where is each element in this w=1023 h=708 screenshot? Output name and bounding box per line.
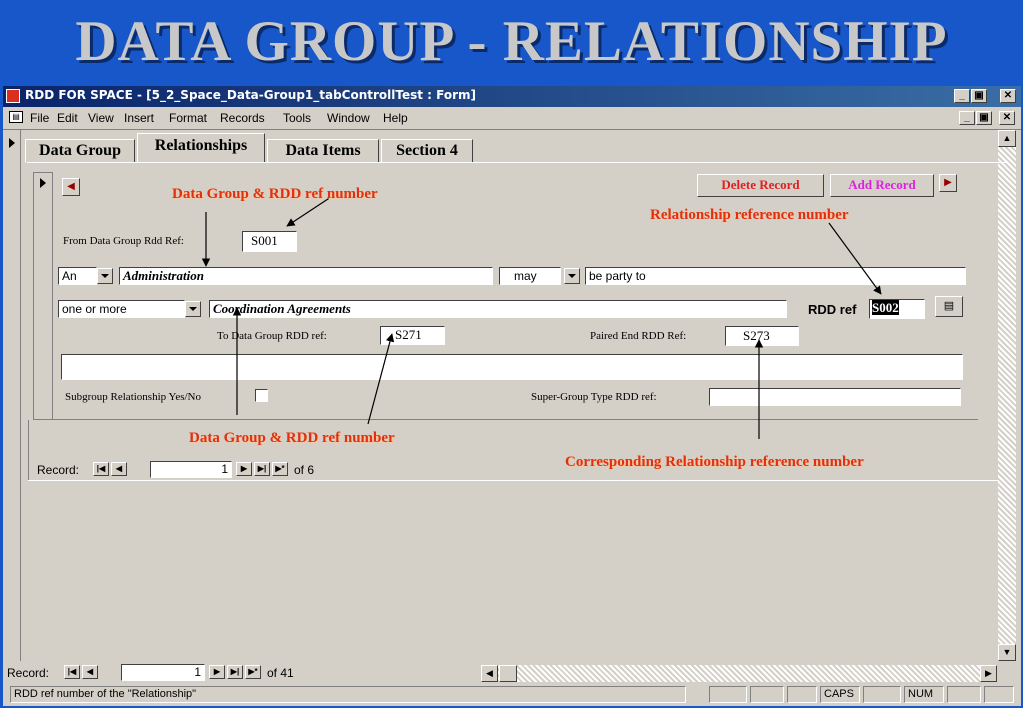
rdd-ref-label: RDD ref: [808, 302, 857, 317]
status-panel-2: [750, 686, 784, 703]
status-bar: RDD ref number of the "Relationship" CAP…: [6, 686, 1018, 704]
add-record-button[interactable]: Add Record: [830, 174, 934, 197]
article-select[interactable]: An: [58, 267, 97, 285]
main-record-count: of 41: [267, 666, 294, 680]
scroll-right-button[interactable]: ▶: [980, 665, 997, 682]
form-icon[interactable]: ▤: [9, 111, 23, 123]
subform-last-record-button[interactable]: ▶|: [254, 462, 270, 476]
form-view-icon[interactable]: ▤: [935, 296, 963, 317]
status-panel-5: [863, 686, 901, 703]
window-title: RDD FOR SPACE - [5_2_Space_Data-Group1_t…: [25, 88, 477, 102]
slide-title: DATA GROUP - RELATIONSHIP: [75, 10, 948, 73]
annotation-relationship-ref: Relationship reference number: [650, 207, 849, 223]
cardinality-dropdown-button[interactable]: [185, 301, 201, 317]
subgroup-label: Subgroup Relationship Yes/No: [65, 391, 201, 403]
scroll-left-button[interactable]: ◀: [481, 665, 498, 682]
rdd-ref-field[interactable]: S002: [869, 299, 925, 319]
subform-record-number[interactable]: 1: [150, 461, 232, 478]
caps-indicator: CAPS: [820, 686, 860, 703]
close-button[interactable]: ✕: [1000, 89, 1016, 103]
restore-button[interactable]: ▣: [971, 89, 987, 103]
to-data-group-label: To Data Group RDD ref:: [217, 330, 327, 342]
paired-end-field[interactable]: S273: [725, 326, 799, 346]
description-field[interactable]: [61, 354, 963, 380]
from-data-group-field[interactable]: S001: [242, 231, 297, 252]
menu-window[interactable]: Window: [327, 111, 370, 125]
menu-view[interactable]: View: [88, 111, 114, 125]
status-text: RDD ref number of the "Relationship": [10, 686, 686, 703]
annotation-data-group-ref-bottom: Data Group & RDD ref number: [189, 430, 395, 446]
scroll-thumb[interactable]: [499, 665, 517, 682]
menu-help[interactable]: Help: [383, 111, 408, 125]
scroll-down-button[interactable]: ▼: [998, 644, 1016, 661]
annotation-data-group-ref-top: Data Group & RDD ref number: [172, 186, 378, 202]
subgroup-checkbox[interactable]: [255, 389, 268, 402]
doc-minimize-button[interactable]: _: [959, 111, 975, 125]
article-dropdown-button[interactable]: [97, 268, 113, 284]
main-next-record-button[interactable]: ▶: [209, 665, 225, 679]
record-selector[interactable]: [5, 130, 21, 661]
status-panel-7: [947, 686, 981, 703]
tab-data-group[interactable]: Data Group: [25, 139, 135, 163]
subform-new-record-button[interactable]: ▶*: [272, 462, 288, 476]
rdd-ref-value: S002: [872, 300, 899, 315]
tab-page-relationships: [27, 162, 1007, 482]
verb-field[interactable]: be party to: [585, 267, 966, 285]
modal-dropdown-button[interactable]: [564, 268, 580, 284]
subform-record-selector[interactable]: [33, 172, 53, 420]
main-new-record-button[interactable]: ▶*: [245, 665, 261, 679]
menu-bar: ▤ File Edit View Insert Format Records T…: [3, 107, 1021, 130]
subform-record-label: Record:: [37, 463, 80, 477]
window-title-bar[interactable]: RDD FOR SPACE - [5_2_Space_Data-Group1_t…: [3, 86, 1021, 107]
modal-select[interactable]: may: [499, 267, 561, 285]
main-prev-record-button[interactable]: ◀: [82, 665, 98, 679]
tab-page-bottom-edge: [28, 480, 998, 481]
subform-left-border: [28, 420, 29, 481]
menu-tools[interactable]: Tools: [283, 111, 312, 125]
delete-record-button[interactable]: Delete Record: [697, 174, 824, 197]
status-panel-1: [709, 686, 747, 703]
object-field[interactable]: Coordination Agreements: [209, 300, 787, 318]
supergroup-label: Super-Group Type RDD ref:: [531, 391, 657, 403]
vertical-scrollbar[interactable]: ▲ ▼: [998, 130, 1016, 661]
main-first-record-button[interactable]: |◀: [64, 665, 80, 679]
main-record-number[interactable]: 1: [121, 664, 205, 681]
supergroup-field[interactable]: [709, 388, 961, 406]
menu-format[interactable]: Format: [169, 111, 208, 125]
horizontal-scrollbar[interactable]: ◀ ▶: [481, 665, 997, 682]
main-record-label: Record:: [7, 666, 50, 680]
menu-insert[interactable]: Insert: [124, 111, 155, 125]
menu-file[interactable]: File: [30, 111, 50, 125]
annotation-corresponding-ref: Corresponding Relationship reference num…: [565, 454, 864, 470]
menu-records[interactable]: Records: [220, 111, 265, 125]
cardinality-select[interactable]: one or more: [58, 300, 185, 318]
access-app-icon[interactable]: [6, 89, 20, 103]
subform-first-record-button[interactable]: |◀: [93, 462, 109, 476]
menu-edit[interactable]: Edit: [57, 111, 78, 125]
tab-data-items[interactable]: Data Items: [267, 139, 379, 163]
doc-restore-button[interactable]: ▣: [976, 111, 992, 125]
record-pointer-icon: [9, 138, 15, 148]
prev-record-button[interactable]: ◀: [62, 178, 80, 196]
subform-prev-record-button[interactable]: ◀: [111, 462, 127, 476]
status-panel-3: [787, 686, 817, 703]
doc-close-button[interactable]: ✕: [999, 111, 1015, 125]
access-window: RDD FOR SPACE - [5_2_Space_Data-Group1_t…: [3, 86, 1021, 706]
from-data-group-label: From Data Group Rdd Ref:: [63, 235, 184, 247]
next-record-button[interactable]: ▶: [939, 174, 957, 192]
tab-relationships[interactable]: Relationships: [137, 133, 265, 163]
num-indicator: NUM: [904, 686, 944, 703]
subform-pointer-icon: [40, 178, 46, 188]
minimize-button[interactable]: _: [954, 89, 970, 103]
subform-record-count: of 6: [294, 463, 315, 477]
to-data-group-field[interactable]: S271: [380, 326, 445, 345]
scroll-up-button[interactable]: ▲: [998, 130, 1016, 147]
subject-field[interactable]: Administration: [119, 267, 493, 285]
paired-end-label: Paired End RDD Ref:: [590, 330, 687, 342]
subform-next-record-button[interactable]: ▶: [236, 462, 252, 476]
tab-section-4[interactable]: Section 4: [381, 139, 473, 163]
subform-divider: [53, 419, 978, 420]
status-panel-8: [984, 686, 1014, 703]
main-last-record-button[interactable]: ▶|: [227, 665, 243, 679]
